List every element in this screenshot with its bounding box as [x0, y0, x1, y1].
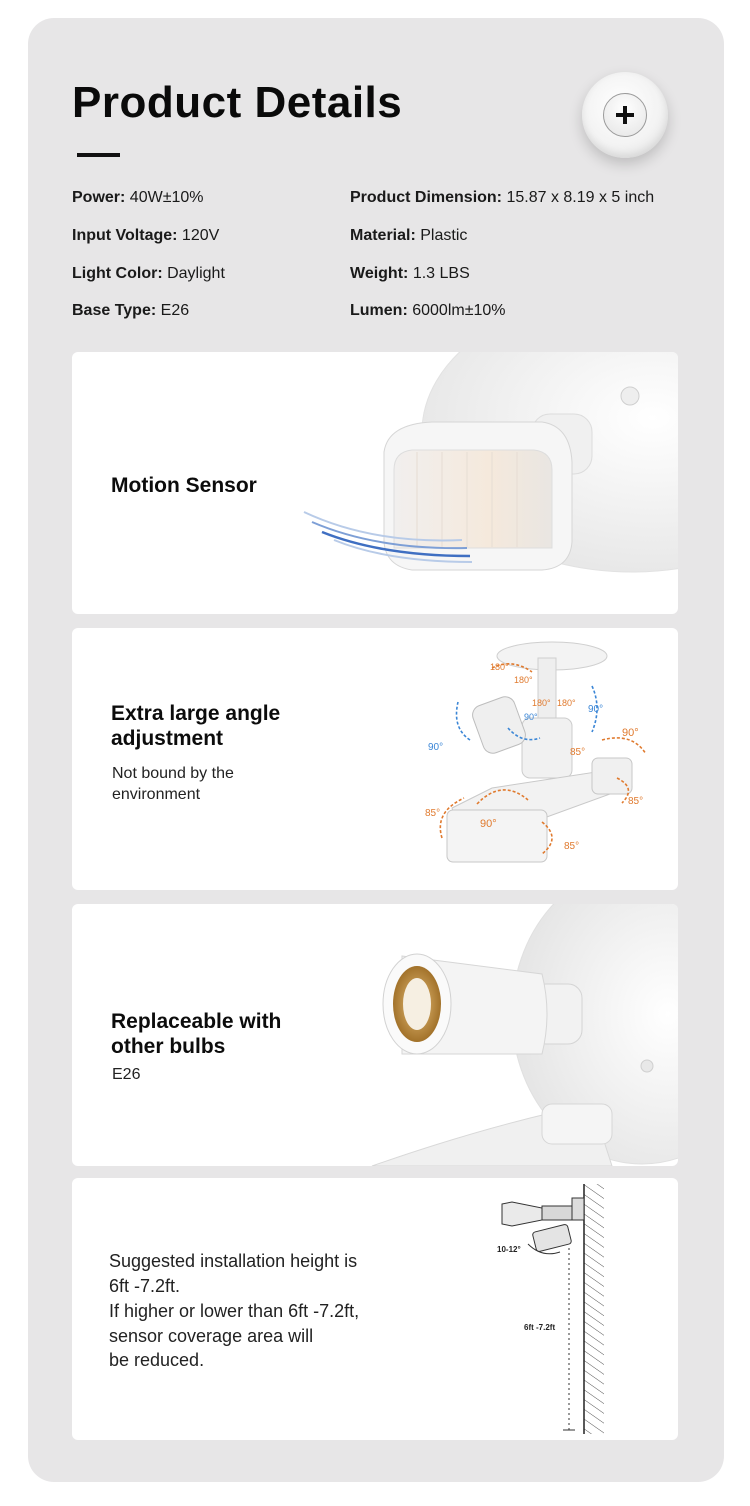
angle-label-90: 90° — [428, 742, 443, 753]
spec-material: Material: Plastic — [350, 227, 468, 244]
angle-label-85: 85° — [425, 808, 440, 819]
angle-label-90: 90° — [588, 704, 603, 715]
angle-label-180: 180° — [490, 662, 509, 672]
motion-sensor-illustration — [303, 352, 678, 573]
card-title-line1: Replaceable with — [111, 1010, 282, 1033]
spec-light-color: Light Color: Daylight — [72, 265, 225, 282]
card-title: Motion Sensor — [111, 474, 257, 497]
spec-product-dimension: Product Dimension: 15.87 x 8.19 x 5 inch — [350, 189, 655, 206]
page-title: Product Details — [72, 78, 403, 127]
angle-label-85: 85° — [570, 747, 585, 758]
feature-card-angle-adjustment: Extra large angle adjustment Not bound b… — [72, 628, 678, 890]
card-title-line2: adjustment — [111, 727, 224, 750]
spec-weight: Weight: 1.3 LBS — [350, 265, 470, 282]
angle-label-180: 180° — [532, 698, 551, 708]
feature-card-replaceable-bulbs: Replaceable with other bulbs E26 — [72, 904, 678, 1166]
card-title-line1: Extra large angle — [111, 702, 281, 725]
install-text-line4: sensor coverage area will — [109, 1326, 314, 1346]
angle-label-85: 85° — [628, 796, 643, 807]
bulb-socket-illustration — [371, 904, 678, 1166]
card-subtitle-line1: Not bound by the — [112, 765, 234, 782]
title-underline — [77, 153, 120, 157]
height-label: 6ft -7.2ft — [524, 1323, 555, 1332]
install-text-line2: 6ft -7.2ft. — [109, 1276, 181, 1296]
spec-lumen: Lumen: 6000lm±10% — [350, 302, 506, 319]
angle-label-180: 180° — [557, 698, 576, 708]
angle-label-90: 90° — [622, 727, 639, 739]
card-subtitle-line2: environment — [112, 786, 201, 803]
angle-label-85: 85° — [564, 841, 579, 852]
spec-power: Power: 40W±10% — [72, 189, 204, 206]
install-text-line1: Suggested installation height is — [109, 1251, 358, 1271]
angle-label-90: 90° — [480, 818, 497, 830]
card-subtitle: E26 — [112, 1066, 141, 1083]
feature-card-motion-sensor: Motion Sensor — [72, 352, 678, 614]
feature-card-installation-height: Suggested installation height is 6ft -7.… — [72, 1178, 678, 1440]
expand-button[interactable] — [582, 72, 668, 158]
angle-adjustment-illustration: 180° 180° 180° 180° 90° 90° 90° 90° 90° … — [425, 641, 647, 863]
card-title-line2: other bulbs — [111, 1035, 226, 1058]
install-text-line3: If higher or lower than 6ft -7.2ft, — [109, 1301, 360, 1321]
angle-label-180: 180° — [514, 675, 533, 685]
plus-circle-icon — [603, 93, 647, 137]
angle-label-90: 90° — [524, 712, 538, 722]
installation-diagram: 10-12° 6ft -7.2ft — [497, 1184, 604, 1434]
tilt-angle-label: 10-12° — [497, 1245, 521, 1254]
spec-input-voltage: Input Voltage: 120V — [72, 227, 220, 244]
install-text-line5: be reduced. — [109, 1350, 205, 1370]
spec-base-type: Base Type: E26 — [72, 302, 190, 319]
